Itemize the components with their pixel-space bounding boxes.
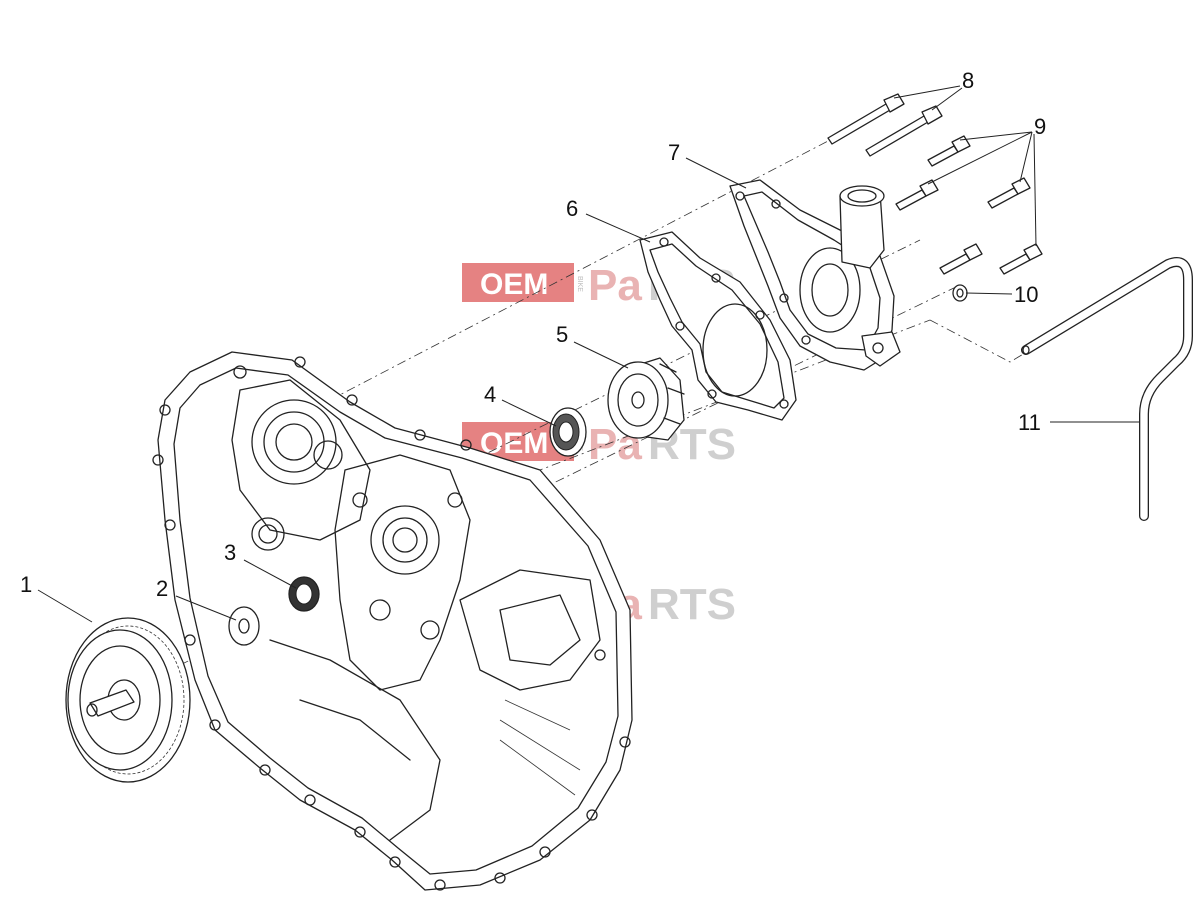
callout-11: 11 [1018,410,1041,435]
part-7-pump-cover [729,179,901,371]
part-6-gasket [639,231,797,421]
part-2-washer [228,606,260,646]
leader-lines [37,85,1140,623]
part-10-small-washer [952,284,968,302]
callout-8: 8 [962,68,974,93]
callout-6: 6 [566,196,578,221]
crankcase-housing [152,351,633,891]
callout-5: 5 [556,322,568,347]
callout-4: 4 [484,382,496,407]
part-5-impeller [607,357,685,441]
part-4-seal [549,407,587,457]
part-8-long-bolts [827,93,943,157]
part-3-oil-seal [288,576,320,612]
callout-1: 1 [20,572,32,597]
watermark-rts-text: RTS [648,580,736,629]
watermark-pa-text: Pa [588,261,642,310]
part-9-short-bolts [895,135,1043,275]
callout-7: 7 [668,140,680,165]
callout-9: 9 [1034,114,1046,139]
watermark-bike-text: BIKE [576,276,583,292]
callout-labels: 1 2 3 4 5 6 7 8 9 10 11 [20,68,1046,601]
watermark-oem-text: OEM [480,268,548,301]
callout-10: 10 [1014,282,1038,307]
callout-3: 3 [224,540,236,565]
part-1-gear [65,617,191,783]
part-11-pipe [1021,257,1193,521]
callout-2: 2 [156,576,168,601]
